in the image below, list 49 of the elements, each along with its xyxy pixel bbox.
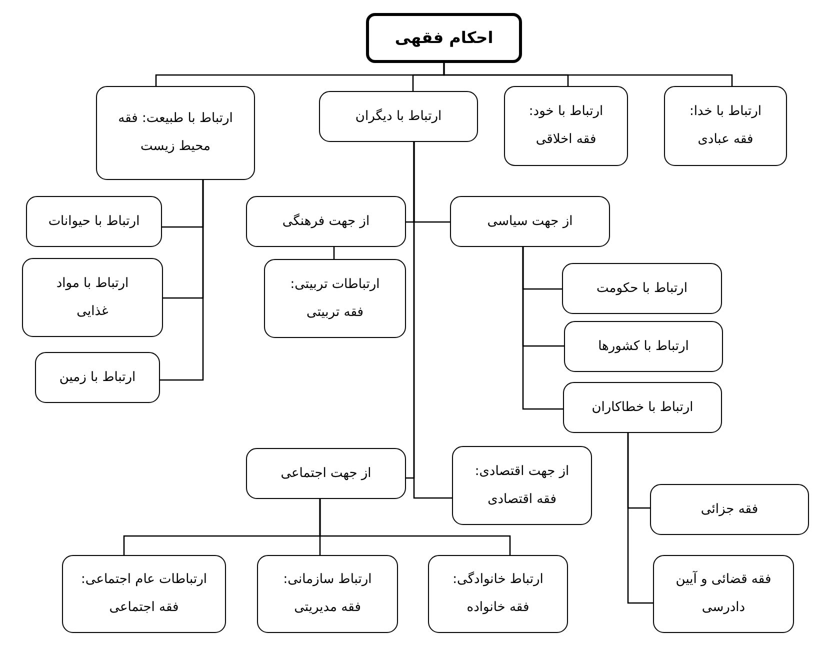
connector-line (406, 142, 415, 479)
rounded-box (22, 258, 163, 337)
rounded-box (26, 196, 162, 247)
rounded-box (563, 382, 722, 433)
rounded-box (653, 555, 794, 633)
rounded-box (664, 86, 787, 166)
rounded-box (96, 86, 255, 180)
connector-line (123, 499, 321, 555)
node-label: ارتباط خانوادگی: فقه خانواده (452, 570, 544, 617)
rounded-box (562, 263, 722, 314)
node-label: ارتباطات عام اجتماعی: فقه اجتماعی (80, 571, 208, 617)
node-label: ارتباط با حکومت (596, 280, 688, 298)
rounded-box (504, 86, 628, 166)
node-label: ارتباط با خود: فقه اخلاقی (528, 103, 604, 149)
rounded-box (319, 91, 478, 142)
connector-line (627, 433, 653, 604)
rounded-box (564, 321, 723, 372)
rounded-box (35, 352, 160, 403)
node-label: ارتباط با دیگران (355, 108, 442, 126)
node-label: ارتباط با خدا: فقه عبادی (688, 103, 763, 149)
node-label: ارتباطات تربیتی: فقه تربیتی (289, 276, 381, 322)
node-label: ارتباط سازمانی: فقه مدیریتی (282, 571, 373, 617)
node-label: از جهت سیاسی (487, 212, 573, 230)
node-label: ارتباط با حیوانات (48, 212, 140, 230)
rounded-box (428, 555, 568, 633)
node-label: فقه جزائی (700, 500, 758, 518)
node-label: احکام فقهی (394, 27, 494, 49)
node-label: از جهت اجتماعی (280, 464, 372, 482)
rounded-box (366, 13, 522, 63)
node-label: از جهت فرهنگی (282, 212, 370, 230)
connector-line (333, 247, 335, 259)
rounded-box (62, 555, 226, 633)
node-label: ارتباط با زمین (59, 368, 136, 386)
connector-line (155, 63, 445, 86)
rounded-box (246, 196, 406, 247)
rounded-box (650, 484, 809, 535)
connector-line (160, 180, 204, 381)
rounded-box (450, 196, 610, 247)
node-label: از جهت اقتصادی: فقه اقتصادی (474, 462, 570, 508)
node-label: ارتباط با خطاکاران (592, 398, 694, 416)
rounded-box (264, 259, 406, 338)
rounded-box (257, 555, 398, 633)
rounded-box (246, 448, 406, 499)
node-label: ارتباط با کشورها (598, 338, 689, 356)
node-label: ارتباط با طبیعت: فقه محیط زیست (117, 110, 234, 156)
node-label: ارتباط با مواد غذایی (55, 274, 130, 320)
node-label: فقه قضائی و آیین دادرسی (674, 570, 772, 617)
rounded-box (452, 446, 592, 525)
connector-line (522, 247, 563, 410)
